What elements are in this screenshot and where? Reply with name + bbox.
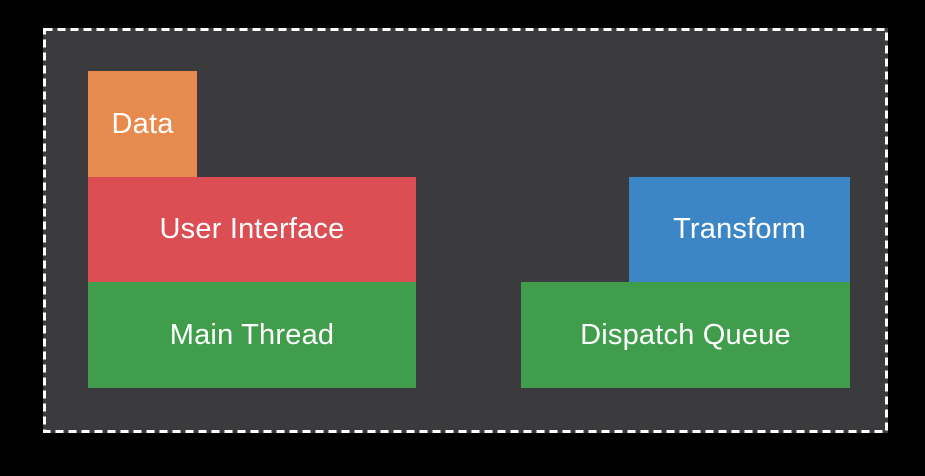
block-user-interface-label: User Interface: [159, 213, 345, 245]
block-data-label: Data: [111, 107, 174, 140]
block-main-thread-label: Main Thread: [169, 318, 335, 351]
block-dispatch-queue: Dispatch Queue: [521, 282, 850, 388]
block-transform-label: Transform: [673, 213, 806, 245]
block-user-interface: User Interface: [88, 177, 416, 282]
block-dispatch-queue-label: Dispatch Queue: [580, 318, 791, 351]
block-transform: Transform: [629, 177, 850, 282]
block-main-thread: Main Thread: [88, 282, 416, 388]
diagram-panel: Data User Interface Main Thread Transfor…: [43, 28, 888, 433]
block-data: Data: [88, 71, 197, 177]
